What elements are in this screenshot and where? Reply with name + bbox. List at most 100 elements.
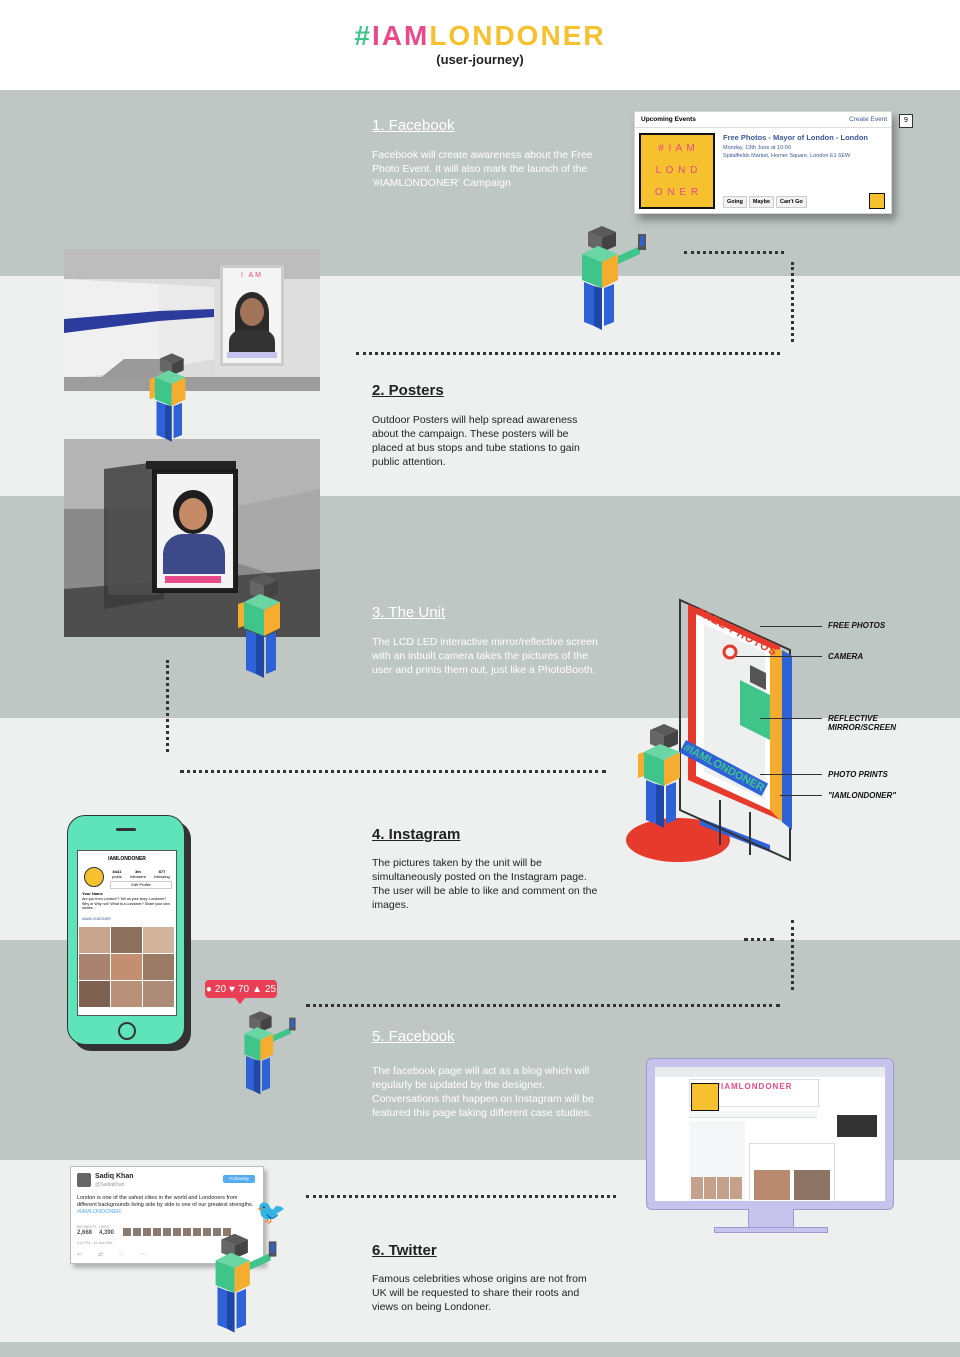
ig-stat-number: 3m xyxy=(135,869,141,874)
ig-name: Your Name xyxy=(82,891,103,896)
ig-activity-bubble: ●20 ♥70 ▲25 xyxy=(205,980,277,998)
path-dots xyxy=(180,770,606,773)
callout-line xyxy=(760,774,822,775)
tweet-card: Sadiq Khan @SadiqKhan Following London i… xyxy=(70,1166,264,1264)
tweet-hashtag[interactable]: #IAMLONDONER xyxy=(77,1209,122,1215)
tweet-follow-button[interactable]: Following xyxy=(223,1175,255,1183)
callout-line xyxy=(760,718,822,719)
section-5-title: 5. Facebook xyxy=(372,1028,455,1045)
pixel-person-figure xyxy=(638,724,680,828)
fb-post-photo xyxy=(754,1170,790,1200)
tweet-avatar xyxy=(77,1173,91,1187)
create-event-link[interactable]: Create Event xyxy=(849,116,887,123)
title-letter: A xyxy=(381,20,404,51)
title-letter: N xyxy=(472,20,495,51)
ig-photo[interactable] xyxy=(111,954,142,980)
event-logo-row: # I A M xyxy=(658,143,696,154)
ig-photo[interactable] xyxy=(111,927,142,953)
ig-photo[interactable] xyxy=(143,954,174,980)
ig-username: IAMLONDONER xyxy=(108,856,146,862)
title-letter: R xyxy=(583,20,606,51)
desktop-monitor: #IAMLONDONER xyxy=(646,1058,894,1210)
follow-count: 25 xyxy=(265,983,277,995)
section-1-body: Facebook will create awareness about the… xyxy=(372,149,593,189)
section-6-body: Famous celebrities whose origins are not… xyxy=(372,1273,587,1313)
section-4-body: The pictures taken by the unit will be s… xyxy=(372,857,598,911)
label-photo-prints: PHOTO PRINTS xyxy=(828,770,888,779)
path-dots xyxy=(306,1004,780,1007)
tweet-time: 4:12 PM - 13 Jun 2016 xyxy=(77,1241,113,1245)
event-buttons: Going Maybe Can't Go xyxy=(723,196,807,208)
fb-page-top xyxy=(655,1067,885,1077)
ig-bio: Are you from London?? Tell us your story… xyxy=(82,897,170,910)
maybe-button[interactable]: Maybe xyxy=(748,196,775,208)
poster-face xyxy=(240,298,264,326)
title-letter: D xyxy=(494,20,517,51)
pixel-person-figure xyxy=(582,226,646,330)
event-place: Spitalfields Market, Horner Square, Lond… xyxy=(723,153,851,159)
phone-home-button[interactable] xyxy=(118,1022,136,1040)
path-dots xyxy=(306,1195,616,1198)
title-letter: M xyxy=(403,20,430,51)
event-date: Monday, 13th June at 10:00 xyxy=(723,145,791,151)
label-reflective-mirror: REFLECTIVE MIRROR/SCREEN xyxy=(828,714,897,732)
section-4-title: 4. Instagram xyxy=(372,826,461,843)
ig-stat-label: posts xyxy=(112,874,122,879)
tweet-text: London is one of the safest cities in th… xyxy=(77,1195,257,1216)
ig-photo[interactable] xyxy=(143,927,174,953)
poster-strip xyxy=(227,352,277,358)
ig-photo[interactable] xyxy=(79,981,110,1007)
section-1-title: 1. Facebook xyxy=(372,117,455,134)
ig-stat-label: followers xyxy=(130,874,146,879)
bus-poster-body xyxy=(163,534,225,574)
fb-profile-pic xyxy=(691,1083,719,1111)
bus-poster-strip xyxy=(165,576,221,583)
phone-speaker xyxy=(116,828,136,831)
ig-edit-profile-button[interactable]: Edit Profile xyxy=(110,881,172,889)
fb-right-ad xyxy=(837,1115,877,1137)
cant-go-button[interactable]: Can't Go xyxy=(776,196,807,208)
section-2-body: Outdoor Posters will help spread awarene… xyxy=(372,414,580,468)
user-icon: ▲ xyxy=(252,983,262,995)
title-letter: E xyxy=(562,20,584,51)
tweet-actions[interactable]: ↩⇄♡⋯ xyxy=(77,1252,163,1258)
tweet-like-count: 4,390 xyxy=(99,1230,115,1236)
bus-poster-frame xyxy=(152,469,238,593)
fb-left-photos xyxy=(691,1177,743,1199)
event-title[interactable]: Free Photos - Mayor of London - London xyxy=(723,133,868,142)
event-logo: # I A M L O N D O N E R xyxy=(639,133,715,209)
ig-hashtag: #IAMLONDONER xyxy=(82,917,111,921)
ig-photo[interactable] xyxy=(111,981,142,1007)
ig-stat-label: following xyxy=(154,874,170,879)
pixel-person-figure xyxy=(149,353,186,442)
callout-line xyxy=(736,656,822,657)
ig-stat-number: 877 xyxy=(158,869,166,874)
label-camera: CAMERA xyxy=(828,652,864,661)
monitor-screen: #IAMLONDONER xyxy=(655,1067,885,1201)
poster-frame: I AM xyxy=(220,265,284,366)
poster-text: I AM xyxy=(240,272,263,279)
going-button[interactable]: Going xyxy=(723,196,747,208)
pixel-person-figure xyxy=(238,574,280,678)
section-2-title: 2. Posters xyxy=(372,382,444,399)
page-subtitle: (user-journey) xyxy=(436,52,524,67)
path-dots xyxy=(791,920,794,990)
ig-photo[interactable] xyxy=(79,927,110,953)
page-title: #IAMLONDONER xyxy=(0,20,960,52)
facebook-event-card: Upcoming Events Create Event # I A M L O… xyxy=(634,111,892,214)
path-dots xyxy=(791,262,794,342)
title-hash: # xyxy=(354,20,372,51)
section-3-title: 3. The Unit xyxy=(372,604,446,621)
ig-photo[interactable] xyxy=(143,981,174,1007)
path-dots xyxy=(166,660,169,752)
tweet-avatars xyxy=(123,1228,233,1236)
heart-icon: ♥ xyxy=(229,983,235,995)
ig-photo-grid xyxy=(79,927,175,1007)
fb-cover-logo: #IAMLONDONER xyxy=(715,1082,793,1091)
ig-photo[interactable] xyxy=(79,954,110,980)
section-3-body: The LCD LED interactive mirror/reflectiv… xyxy=(372,636,598,676)
